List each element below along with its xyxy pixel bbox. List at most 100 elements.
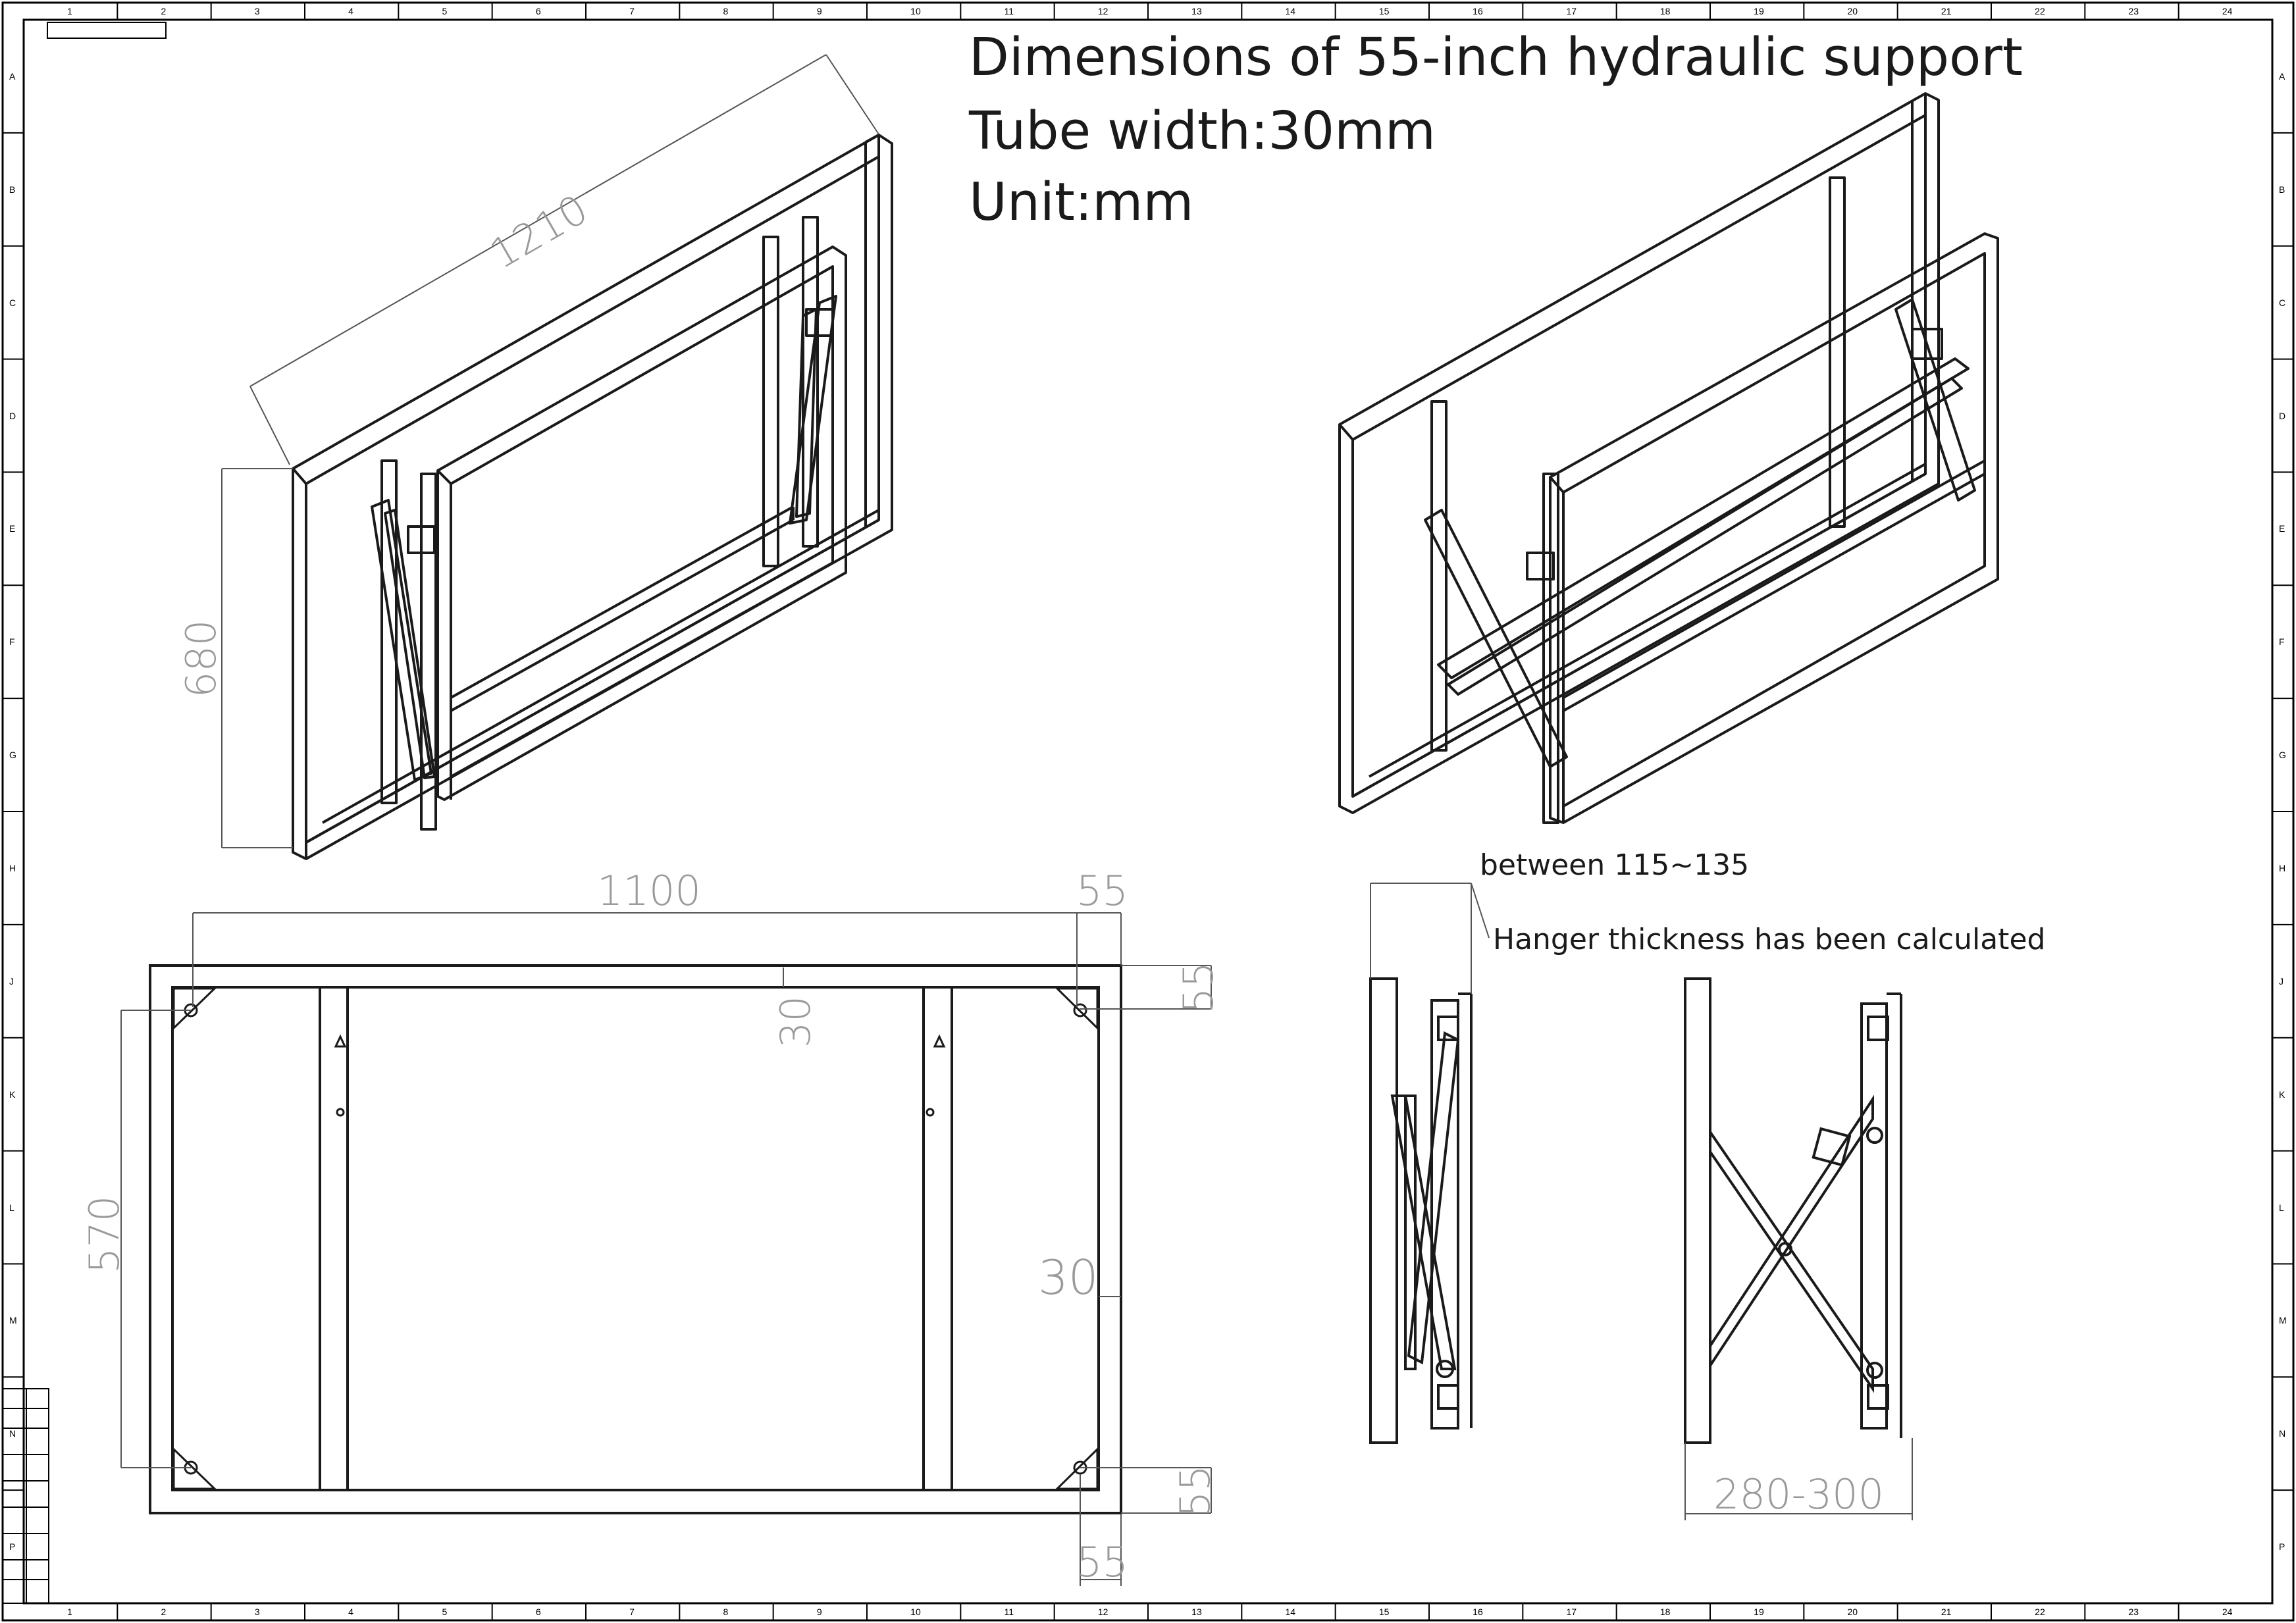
- grid-row-label: B: [9, 184, 16, 195]
- grid-column-label: 2: [161, 1607, 167, 1617]
- dimension-55-right-bottom: 55: [1171, 1465, 1219, 1517]
- grid-column-label: 23: [2128, 6, 2139, 16]
- grid-column-label: 16: [1473, 6, 1483, 16]
- grid-column-label: 17: [1566, 1607, 1577, 1617]
- grid-column-label: 23: [2128, 1607, 2139, 1617]
- grid-column-label: 3: [254, 1607, 260, 1617]
- grid-column-label: 4: [348, 6, 353, 16]
- grid-column-label: 24: [2222, 1607, 2233, 1617]
- range-note: between 115~135: [1480, 848, 1750, 882]
- grid-column-label: 19: [1754, 1607, 1764, 1617]
- grid-column-label: 13: [1191, 1607, 1202, 1617]
- grid-column-label: 20: [1847, 6, 1858, 16]
- grid-column-label: 17: [1566, 6, 1577, 16]
- grid-column-label: 24: [2222, 6, 2233, 16]
- grid-row-label: K: [2279, 1089, 2285, 1100]
- grid-column-label: 3: [254, 6, 260, 16]
- grid-column-label: 12: [1097, 1607, 1109, 1617]
- grid-column-label: 5: [442, 6, 448, 16]
- grid-row-label: G: [2279, 750, 2286, 761]
- dimension-55-top: 55: [1076, 867, 1128, 915]
- grid-column-label: 14: [1285, 1607, 1296, 1617]
- grid-row-label: D: [2279, 410, 2286, 421]
- grid-column-label: 21: [1941, 6, 1952, 16]
- dimension-lines: [120, 54, 1913, 1586]
- title-block: [2, 22, 167, 1604]
- grid-column-label: 7: [629, 1607, 635, 1617]
- dimension-280-300: 280-300: [1713, 1470, 1885, 1518]
- dimension-30-top: 30: [771, 996, 820, 1048]
- grid-column-label: 6: [535, 6, 541, 16]
- grid-column-label: 21: [1941, 1607, 1952, 1617]
- hanger-note: Hanger thickness has been calculated: [1493, 923, 2046, 956]
- grid-column-label: 6: [535, 1607, 541, 1617]
- dimension-570: 570: [80, 1195, 128, 1274]
- dimension-55-right-top: 55: [1174, 962, 1222, 1014]
- grid-row-label: M: [2279, 1315, 2287, 1326]
- grid-column-label: 7: [629, 6, 635, 16]
- grid-column-label: 18: [1659, 6, 1671, 16]
- grid-row-label: L: [9, 1202, 14, 1213]
- grid-row-label: L: [2279, 1202, 2284, 1213]
- grid-column-label: 15: [1378, 1607, 1390, 1617]
- grid-column-label: 4: [348, 1607, 353, 1617]
- grid-column-label: 11: [1004, 1607, 1014, 1617]
- grid-row-label: C: [9, 297, 16, 308]
- grid-column-label: 5: [442, 1607, 448, 1617]
- grid-row-label: F: [9, 636, 15, 648]
- grid-row-label: D: [9, 410, 16, 421]
- grid-row-label: M: [9, 1315, 17, 1326]
- grid-reference-ticks: [3, 3, 2293, 1620]
- grid-column-label: 12: [1097, 6, 1109, 16]
- grid-column-label: 18: [1659, 1607, 1671, 1617]
- grid-row-label: F: [2279, 636, 2285, 648]
- grid-row-label: C: [2279, 297, 2286, 308]
- grid-column-label: 8: [723, 6, 729, 16]
- grid-row-label: E: [9, 523, 16, 534]
- grid-row-label: A: [2279, 70, 2285, 82]
- grid-row-label: B: [2279, 184, 2285, 195]
- grid-row-label: P: [9, 1541, 16, 1553]
- grid-row-label: G: [9, 750, 16, 761]
- grid-column-label: 22: [2035, 6, 2045, 16]
- dimension-680: 680: [177, 619, 225, 698]
- side-view-folded: [1369, 977, 1473, 1444]
- grid-column-label: 8: [723, 1607, 729, 1617]
- grid-row-label: A: [9, 70, 16, 82]
- grid-column-label: 1: [67, 1607, 72, 1617]
- grid-column-label: 9: [816, 6, 822, 16]
- grid-row-label: N: [2279, 1428, 2286, 1439]
- grid-column-label: 16: [1473, 1607, 1483, 1617]
- grid-column-label: 11: [1004, 6, 1014, 16]
- grid-column-label: 1: [67, 6, 72, 16]
- grid-row-label: K: [9, 1089, 16, 1100]
- grid-column-label: 10: [910, 6, 921, 16]
- grid-row-label: J: [9, 975, 14, 987]
- dimension-30-right: 30: [1038, 1250, 1099, 1305]
- grid-row-label: N: [9, 1428, 16, 1439]
- tube-width-label: Tube width:30mm: [969, 101, 1436, 161]
- grid-column-label: 20: [1847, 1607, 1858, 1617]
- front-view: [149, 964, 1122, 1514]
- grid-row-label: H: [2279, 862, 2286, 873]
- grid-column-label: 14: [1285, 6, 1296, 16]
- grid-row-label: H: [9, 862, 16, 873]
- grid-column-label: 19: [1754, 6, 1764, 16]
- grid-row-label: P: [2279, 1541, 2285, 1553]
- grid-column-label: 15: [1378, 6, 1390, 16]
- grid-row-label: E: [2279, 523, 2285, 534]
- side-view-open: [1684, 977, 1902, 1444]
- isometric-view-open: [1338, 92, 1999, 824]
- drawing-title: Dimensions of 55-inch hydraulic support: [969, 27, 2023, 88]
- grid-column-label: 22: [2035, 1607, 2045, 1617]
- grid-column-label: 9: [816, 1607, 822, 1617]
- grid-column-label: 13: [1191, 6, 1202, 16]
- grid-column-label: 2: [161, 6, 167, 16]
- isometric-view-folded: [292, 134, 893, 860]
- unit-label: Unit:mm: [969, 172, 1194, 232]
- dimension-1100: 1100: [597, 867, 701, 915]
- grid-column-label: 10: [910, 1607, 921, 1617]
- dimension-55-bottom: 55: [1076, 1538, 1128, 1586]
- grid-row-label: J: [2279, 975, 2283, 987]
